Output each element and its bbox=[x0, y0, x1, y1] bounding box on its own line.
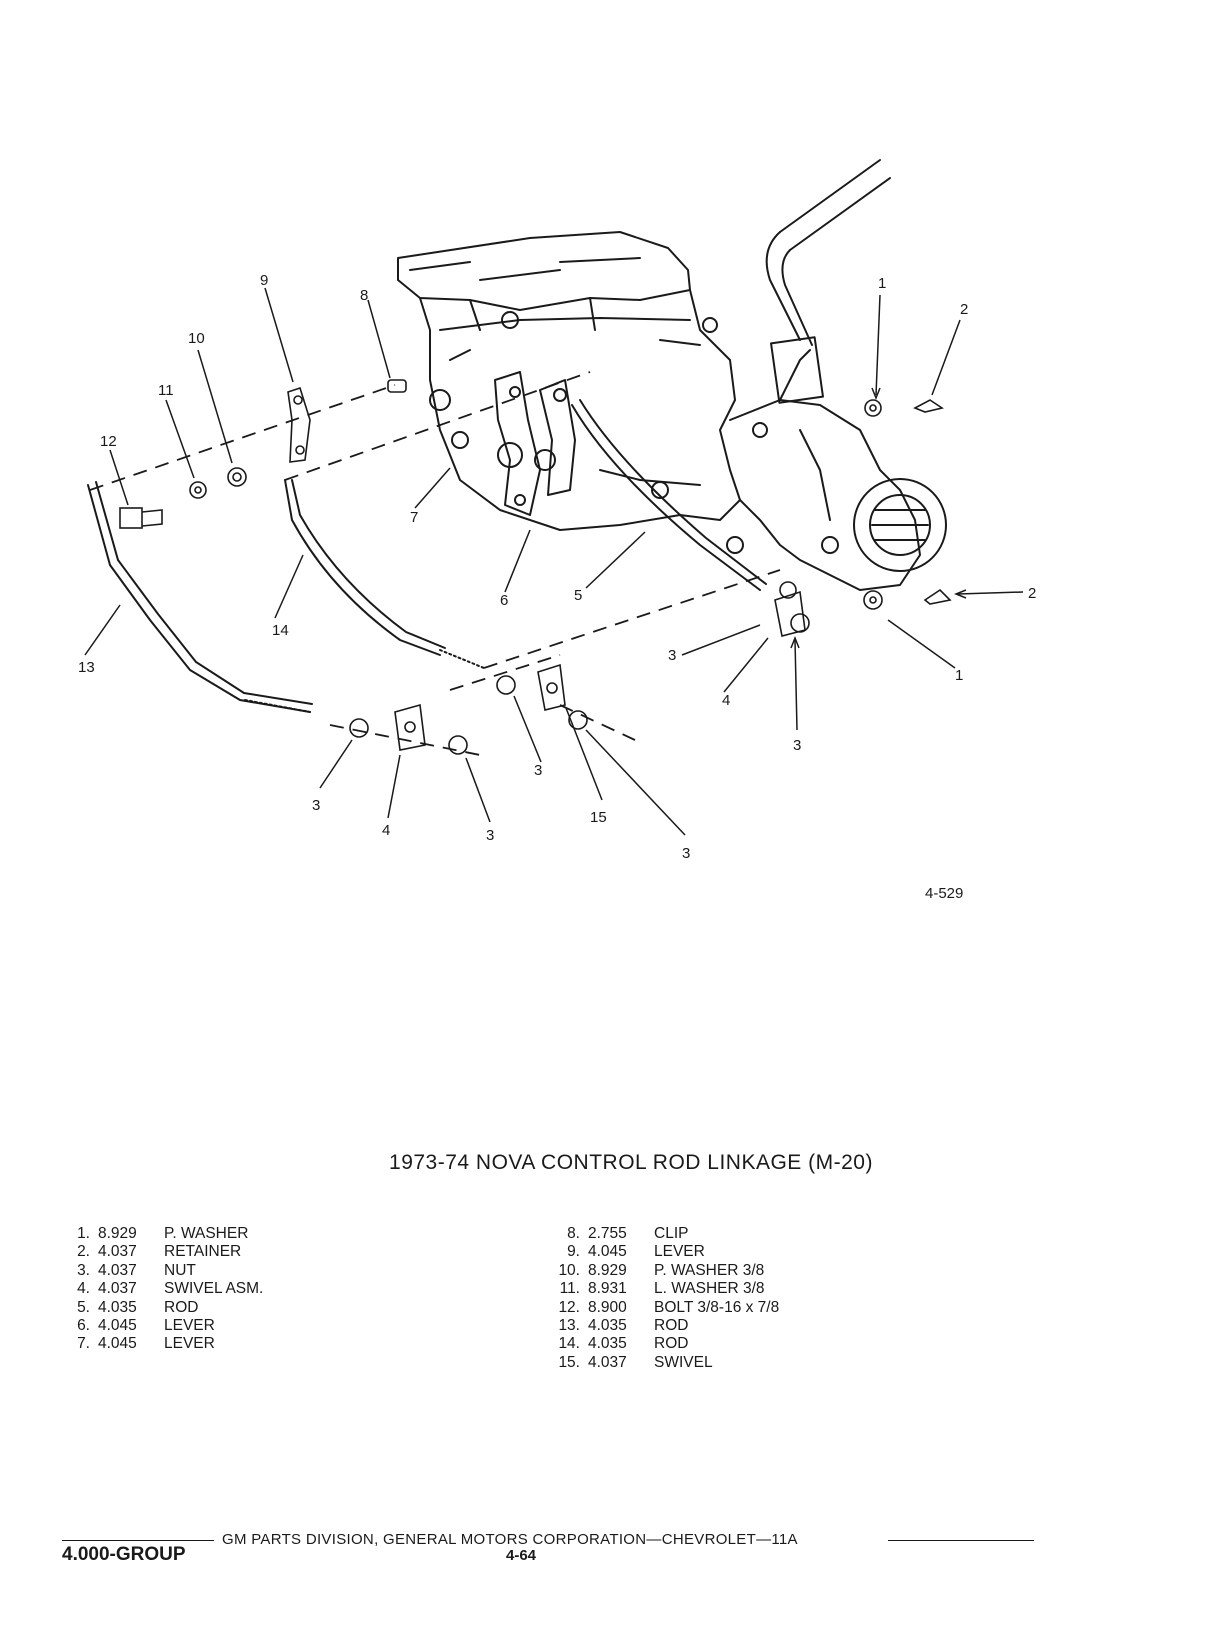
callout-11: 11 bbox=[158, 382, 174, 399]
page-number: 4-64 bbox=[506, 1547, 537, 1564]
callout-10: 10 bbox=[188, 330, 205, 347]
callout-8: 8 bbox=[360, 287, 368, 304]
callout-15: 15 bbox=[590, 809, 607, 826]
callout-3-e: 3 bbox=[534, 762, 542, 779]
callout-2-lower: 2 bbox=[1028, 585, 1036, 602]
leader-lines bbox=[84, 287, 1024, 836]
callout-13: 13 bbox=[78, 659, 95, 676]
callout-labels: 1 2 2 1 3 4 3 5 6 7 8 9 10 11 12 13 14 3… bbox=[78, 272, 1036, 862]
callout-1-lower: 1 bbox=[955, 667, 963, 684]
callout-5: 5 bbox=[574, 587, 582, 604]
callout-4-a: 4 bbox=[722, 692, 730, 709]
callout-3-f: 3 bbox=[682, 845, 690, 862]
footer-group: 4.000-GROUP bbox=[62, 1544, 186, 1565]
callout-14: 14 bbox=[272, 622, 289, 639]
footer-rule-right bbox=[888, 1540, 1034, 1541]
callout-12: 12 bbox=[100, 433, 117, 450]
callout-2-upper: 2 bbox=[960, 301, 968, 318]
callout-3-c: 3 bbox=[312, 797, 320, 814]
footer-rule-left bbox=[62, 1540, 214, 1541]
figure-code: 4-529 bbox=[925, 885, 964, 902]
callout-4-b: 4 bbox=[382, 822, 390, 839]
callout-3-d: 3 bbox=[486, 827, 494, 844]
callout-6: 6 bbox=[500, 592, 508, 609]
callout-9: 9 bbox=[260, 272, 268, 289]
assembly-lines bbox=[89, 371, 781, 756]
footer-credit: GM PARTS DIVISION, GENERAL MOTORS CORPOR… bbox=[222, 1531, 798, 1548]
linkage-diagram: 1 2 2 1 3 4 3 5 6 7 8 9 10 11 12 13 14 3… bbox=[78, 159, 1036, 862]
callout-7: 7 bbox=[410, 509, 418, 526]
control-rods bbox=[87, 399, 767, 713]
transmission-housing bbox=[397, 159, 947, 591]
callout-1-upper: 1 bbox=[878, 275, 886, 292]
callout-3-a: 3 bbox=[668, 647, 676, 664]
page-title: 1973-74 NOVA CONTROL ROD LINKAGE (M-20) bbox=[389, 1151, 873, 1174]
callout-3-b: 3 bbox=[793, 737, 801, 754]
